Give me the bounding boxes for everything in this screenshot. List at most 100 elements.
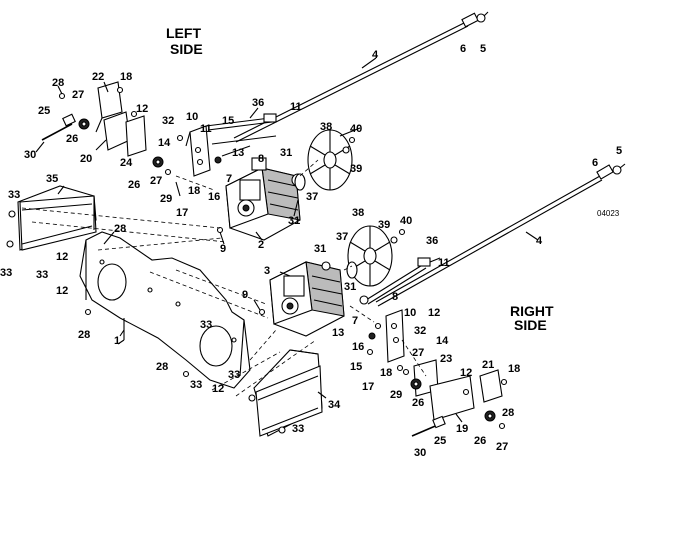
callout-40-left: 40 <box>350 123 362 135</box>
callout-18-left-top: 18 <box>120 71 132 83</box>
right-hydro-pump <box>258 261 345 337</box>
callout-25-left: 25 <box>38 105 50 117</box>
callout-18-right-a: 18 <box>508 363 520 375</box>
callout-33-right-shield: 33 <box>292 423 304 435</box>
callout-29-right: 29 <box>390 389 402 401</box>
callout-26-right-low: 26 <box>474 435 486 447</box>
callout-38-left: 38 <box>320 121 332 133</box>
callout-27-left-top: 27 <box>72 89 84 101</box>
callout-16-left: 16 <box>208 191 220 203</box>
callout-2: 2 <box>258 239 264 251</box>
callout-26-left-low: 26 <box>128 179 140 191</box>
callout-30-right: 30 <box>414 447 426 459</box>
callout-6-right: 6 <box>592 157 598 169</box>
left-side-label-line1: LEFT <box>166 25 201 41</box>
callout-33-frame-d: 33 <box>228 369 240 381</box>
callout-38-right: 38 <box>352 207 364 219</box>
callout-28-right: 28 <box>502 407 514 419</box>
callout-17-right: 17 <box>362 381 374 393</box>
callout-4-right-rod: 4 <box>536 235 543 247</box>
callout-6-left: 6 <box>460 43 466 55</box>
callout-18-right-b: 18 <box>380 367 392 379</box>
callout-15-right: 15 <box>350 361 362 373</box>
callout-39-left: 39 <box>350 163 362 175</box>
callout-15-left: 15 <box>222 115 234 127</box>
callout-35: 35 <box>46 173 58 185</box>
callout-12-left-top: 12 <box>136 103 148 115</box>
callout-20: 20 <box>80 153 92 165</box>
callout-17-left: 17 <box>176 207 188 219</box>
callout-12-right-b: 12 <box>460 367 472 379</box>
callout-28-frame-low: 28 <box>78 329 90 341</box>
callout-24: 24 <box>120 157 133 169</box>
callout-33-left-a: 33 <box>8 189 20 201</box>
right-side-label-line2: SIDE <box>514 317 547 333</box>
right-control-rod <box>375 163 626 307</box>
figure-code: 04023 <box>597 209 620 218</box>
right-cooling-fan <box>346 225 406 287</box>
callout-33-frame-b: 33 <box>200 319 212 331</box>
left-side-label-line2: SIDE <box>170 41 203 57</box>
callout-33-left-b: 33 <box>0 267 12 279</box>
callout-33-frame-c: 33 <box>190 379 202 391</box>
callout-10-left: 10 <box>186 111 198 123</box>
callout-10-right: 10 <box>404 307 416 319</box>
left-upper-bracket-assembly <box>41 81 181 197</box>
callout-28-frame: 28 <box>114 223 126 235</box>
callout-7-left: 7 <box>226 173 232 185</box>
callout-39-right: 39 <box>378 219 390 231</box>
callout-5-left: 5 <box>480 43 486 55</box>
callout-4-left-rod: 4 <box>372 49 379 61</box>
left-cooling-fan <box>294 129 356 191</box>
callout-28-frame-right: 28 <box>156 361 168 373</box>
alignment-lines <box>21 159 427 397</box>
callout-23: 23 <box>440 353 452 365</box>
right-lower-bracket-assembly <box>396 359 508 437</box>
left-hydro-pump <box>216 157 305 241</box>
left-shield <box>6 185 97 251</box>
main-frame-plate <box>79 231 251 389</box>
callout-29-left: 29 <box>160 193 172 205</box>
callout-3: 3 <box>264 265 270 277</box>
callout-26-right-top: 26 <box>412 397 424 409</box>
callouts-right-side: 6 5 38 39 40 4 36 31 37 11 3 9 31 8 10 1… <box>156 145 622 459</box>
callout-32-right: 32 <box>414 325 426 337</box>
callout-1: 1 <box>114 335 120 347</box>
callout-31-right-a: 31 <box>314 243 326 255</box>
callout-11-right: 11 <box>438 257 450 269</box>
callout-26-left-top: 26 <box>66 133 78 145</box>
callout-33-frame-a: 33 <box>36 269 48 281</box>
callout-36-left: 36 <box>252 97 264 109</box>
callout-36-right: 36 <box>426 235 438 247</box>
callout-12-frame-c: 12 <box>212 383 224 395</box>
callout-31-left-a: 31 <box>280 147 292 159</box>
callout-28-left: 28 <box>52 77 64 89</box>
callout-5-right: 5 <box>616 145 622 157</box>
callout-13-right: 13 <box>332 327 344 339</box>
callout-7-right: 7 <box>352 315 358 327</box>
callout-22: 22 <box>92 71 104 83</box>
callout-14-left: 14 <box>158 137 171 149</box>
callout-40-right: 40 <box>400 215 412 227</box>
callout-19: 19 <box>456 423 468 435</box>
callout-8-right: 8 <box>392 291 398 303</box>
callout-9-right: 9 <box>242 289 248 301</box>
callout-27-right-low: 27 <box>496 441 508 453</box>
callouts-left-side: 4 6 5 28 22 18 27 25 26 30 20 24 12 32 1… <box>0 43 486 347</box>
callout-9-left: 9 <box>220 243 226 255</box>
callout-27-right-top: 27 <box>412 347 424 359</box>
right-side-label-line1: RIGHT <box>510 303 554 319</box>
callout-25-right: 25 <box>434 435 446 447</box>
callout-27-left-low: 27 <box>150 175 162 187</box>
callout-13-left: 13 <box>232 147 244 159</box>
callout-34: 34 <box>328 399 341 411</box>
callout-12-frame-a: 12 <box>56 251 68 263</box>
callout-11-left-b: 11 <box>290 101 302 113</box>
callout-16-right: 16 <box>352 341 364 353</box>
callout-11-left-a: 11 <box>200 123 212 135</box>
callout-31-left-b: 31 <box>288 215 300 227</box>
leader-lines <box>35 57 539 423</box>
callout-37-right: 37 <box>336 231 348 243</box>
callout-21: 21 <box>482 359 494 371</box>
